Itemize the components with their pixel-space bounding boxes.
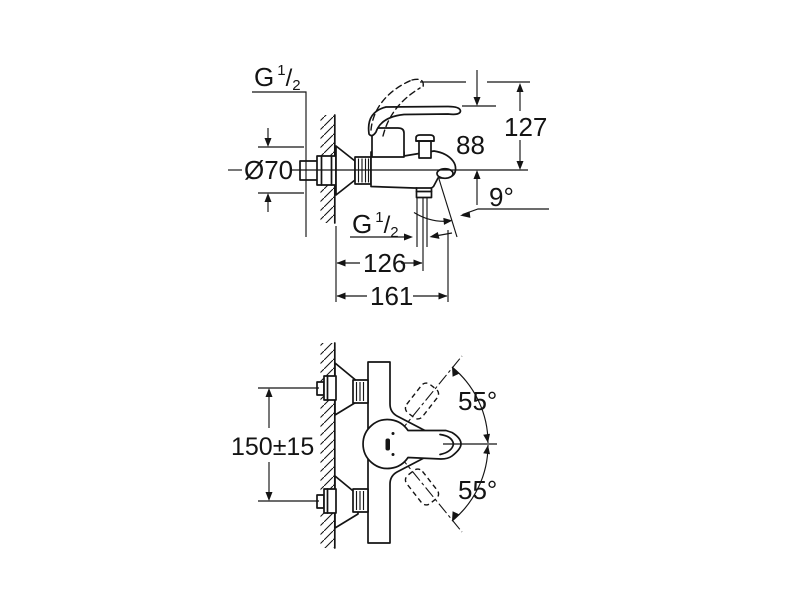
g-half-wall-leader	[252, 91, 307, 237]
shower-outlet-stub	[415, 187, 433, 199]
lever-closed	[367, 105, 462, 137]
hose-coupling-up-dashed	[404, 382, 440, 420]
aerator	[436, 167, 454, 180]
dimension-55-bottom	[451, 444, 490, 522]
union-nut-front-bottom	[316, 488, 337, 514]
front-view: 150±15 55° 55°	[231, 342, 497, 549]
lever-raised-dashed	[370, 78, 424, 137]
dimension-126	[336, 259, 423, 267]
dimension-88	[473, 70, 481, 205]
g-half-outlet-leader	[350, 232, 453, 241]
union-nut-front-top	[316, 375, 337, 401]
hose-coupling-down-dashed	[404, 468, 440, 506]
dim-55-top-label: 55°	[458, 386, 497, 416]
side-view: G1/2 Ø70 88 127 9° G1/2 126 161	[228, 62, 549, 311]
dim-55-bottom-label: 55°	[458, 475, 497, 505]
threaded-union-front-top	[352, 379, 369, 404]
wall-hatch-front	[320, 342, 336, 549]
handle-mark	[385, 438, 390, 451]
dimension-150	[258, 387, 319, 502]
dim-150-label: 150±15	[231, 433, 314, 461]
dim-diameter70-label: Ø70	[244, 155, 293, 185]
dim-127-label: 127	[504, 112, 547, 142]
dim-88-label: 88	[456, 130, 485, 160]
dim-angle9-label: 9°	[489, 182, 514, 212]
dim-161-label: 161	[370, 281, 413, 311]
dimension-angle9	[413, 178, 549, 238]
dimension-161	[336, 292, 448, 300]
dim-126-label: 126	[363, 248, 406, 278]
cartridge-housing	[371, 127, 405, 158]
dimension-55-top	[451, 366, 490, 444]
handle-front	[362, 418, 462, 470]
dimension-lines-side	[252, 70, 549, 302]
dimension-127	[516, 83, 524, 170]
threaded-union-front-bottom	[352, 488, 369, 513]
diverter-knob	[415, 134, 435, 159]
dimension-dia70	[258, 128, 304, 212]
hose-angle-guides	[398, 355, 463, 533]
